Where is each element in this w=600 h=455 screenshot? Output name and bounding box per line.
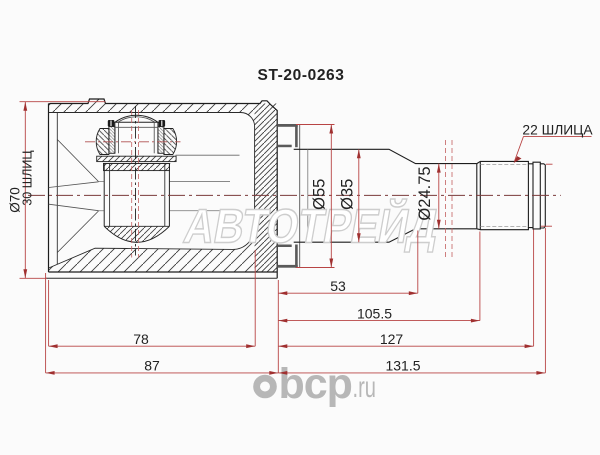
svg-text:.ru: .ru: [353, 371, 377, 404]
svg-text:131.5: 131.5: [385, 358, 420, 374]
svg-text:Ø55: Ø55: [311, 179, 329, 210]
svg-text:127: 127: [380, 331, 404, 347]
svg-text:53: 53: [330, 278, 346, 294]
svg-text:78: 78: [133, 331, 149, 347]
svg-text:22 ШЛИЦА: 22 ШЛИЦА: [522, 122, 593, 137]
svg-text:Ø70: Ø70: [7, 187, 22, 213]
svg-text:Ø24.75: Ø24.75: [416, 166, 434, 220]
svg-text:bcp: bcp: [279, 360, 352, 408]
svg-text:105.5: 105.5: [357, 306, 392, 322]
svg-text:87: 87: [144, 358, 160, 374]
svg-text:Ø35: Ø35: [339, 179, 357, 210]
svg-text:30 ШЛИЦ: 30 ШЛИЦ: [20, 150, 34, 206]
svg-text:ST-20-0263: ST-20-0263: [258, 67, 345, 84]
svg-text:АВТОТРЕЙД: АВТОТРЕЙД: [180, 199, 443, 254]
